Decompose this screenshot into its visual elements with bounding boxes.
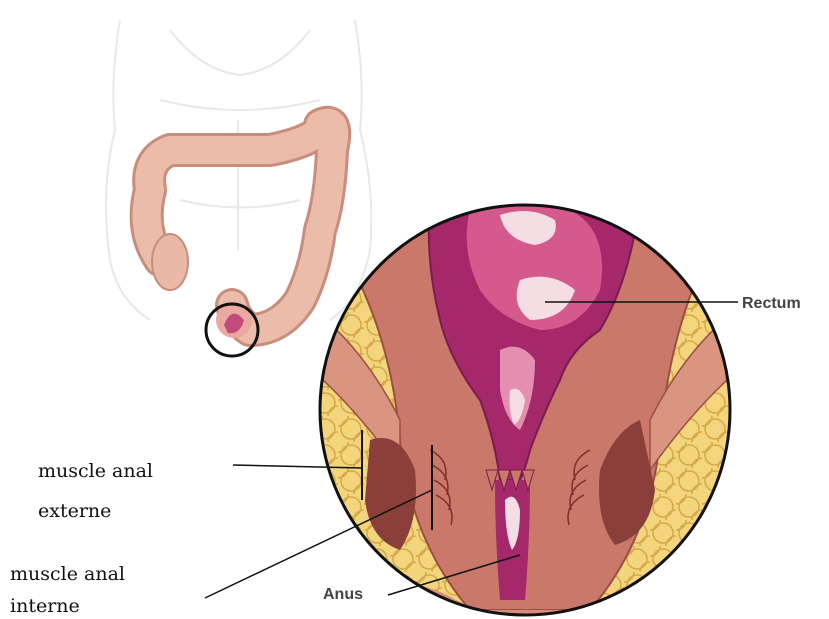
muscle-interne-label-line1: muscle anal	[10, 563, 125, 585]
magnified-view	[300, 190, 750, 619]
muscle-interne-label-line2: interne	[10, 595, 80, 617]
muscle-externe-label-line2: externe	[38, 500, 111, 522]
rectum-label: Rectum	[742, 295, 801, 312]
muscle-externe-label-line1: muscle anal	[38, 460, 153, 482]
colon	[147, 123, 335, 330]
anus-label: Anus	[323, 586, 363, 603]
